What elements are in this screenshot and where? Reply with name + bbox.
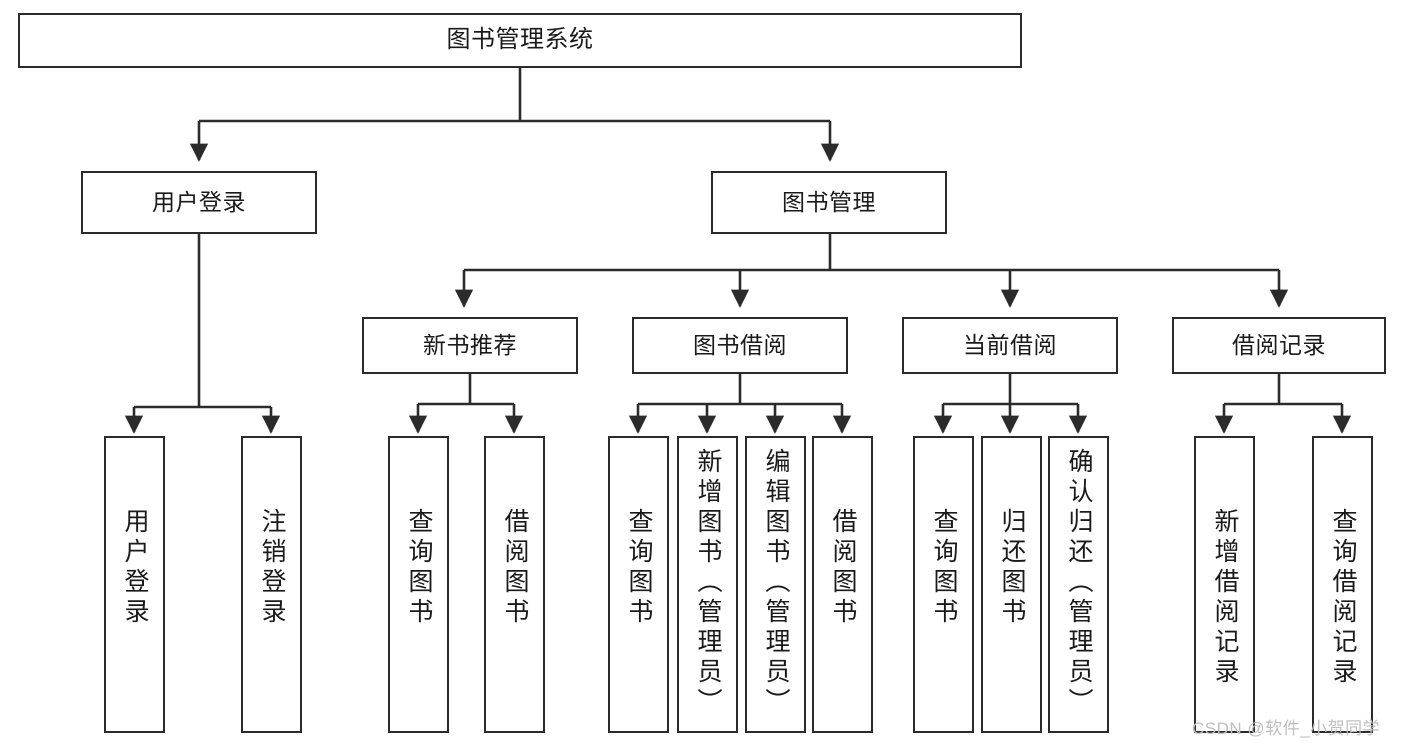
node-label: 借阅图书 bbox=[501, 508, 529, 628]
node-label: 查询图书 bbox=[405, 508, 433, 628]
node-borrow-record[interactable]: 借阅记录 bbox=[1172, 317, 1386, 374]
node-label: 注销登录 bbox=[258, 508, 286, 628]
leaf-current-borrow-return-book[interactable]: 归还图书 bbox=[981, 436, 1042, 733]
csdn-watermark: CSDN @软件_小贺同学 bbox=[1192, 719, 1381, 738]
leaf-current-borrow-query-book[interactable]: 查询图书 bbox=[913, 436, 974, 733]
leaf-borrow-record-query-record[interactable]: 查询借阅记录 bbox=[1312, 436, 1373, 733]
node-label: 借阅记录 bbox=[1232, 331, 1326, 358]
leaf-borrow-record-add-record[interactable]: 新增借阅记录 bbox=[1194, 436, 1255, 733]
leaf-user-login-logout[interactable]: 注销登录 bbox=[241, 436, 302, 733]
node-label: 归还图书 bbox=[998, 508, 1026, 628]
leaf-book-borrow-query-book[interactable]: 查询图书 bbox=[608, 436, 669, 733]
leaf-new-book-borrow-book[interactable]: 借阅图书 bbox=[484, 436, 545, 733]
leaf-book-borrow-edit-book-admin[interactable]: 编辑图书（管理员） bbox=[745, 436, 806, 733]
node-book-borrow[interactable]: 图书借阅 bbox=[632, 317, 848, 374]
node-label: 借阅图书 bbox=[829, 508, 857, 628]
leaf-book-borrow-add-book-admin[interactable]: 新增图书（管理员） bbox=[677, 436, 738, 733]
node-user-login[interactable]: 用户登录 bbox=[81, 171, 317, 234]
node-label: 查询借阅记录 bbox=[1329, 508, 1357, 688]
node-label: 用户登录 bbox=[152, 188, 246, 215]
leaf-current-borrow-confirm-return-admin[interactable]: 确认归还（管理员） bbox=[1048, 436, 1109, 733]
leaf-book-borrow-borrow-book[interactable]: 借阅图书 bbox=[812, 436, 873, 733]
node-label: 当前借阅 bbox=[963, 331, 1057, 358]
node-label: 新书推荐 bbox=[423, 331, 517, 358]
node-label: 用户登录 bbox=[121, 508, 149, 628]
leaf-new-book-query-book[interactable]: 查询图书 bbox=[388, 436, 449, 733]
node-book-management[interactable]: 图书管理 bbox=[711, 171, 947, 234]
node-label: 新增图书（管理员） bbox=[694, 448, 722, 718]
node-label: 查询图书 bbox=[930, 508, 958, 628]
node-label: 图书借阅 bbox=[693, 331, 787, 358]
leaf-user-login-login[interactable]: 用户登录 bbox=[104, 436, 165, 733]
node-label: 编辑图书（管理员） bbox=[762, 448, 790, 718]
node-label: 图书管理系统 bbox=[446, 26, 594, 54]
node-label: 图书管理 bbox=[782, 188, 876, 215]
node-label: 确认归还（管理员） bbox=[1065, 448, 1093, 718]
node-current-borrow[interactable]: 当前借阅 bbox=[902, 317, 1118, 374]
node-label: 新增借阅记录 bbox=[1211, 508, 1239, 688]
node-new-book-recommend[interactable]: 新书推荐 bbox=[362, 317, 578, 374]
node-label: 查询图书 bbox=[625, 508, 653, 628]
node-root-book-management-system[interactable]: 图书管理系统 bbox=[18, 13, 1022, 68]
